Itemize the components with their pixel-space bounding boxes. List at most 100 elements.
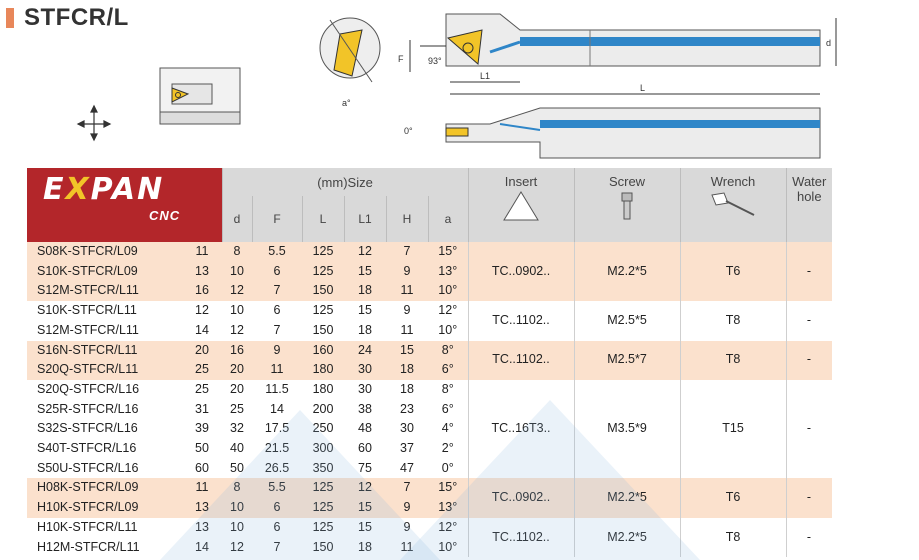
- page-title: STFCR/L: [24, 4, 129, 31]
- size-cell: 11: [182, 478, 222, 499]
- wrench-cell: T6: [679, 242, 787, 302]
- wrench-cell: T8: [679, 340, 787, 380]
- size-cell: 250: [302, 419, 344, 440]
- screw-cell: M2.2*5: [573, 242, 681, 302]
- size-cell: 7: [252, 281, 302, 302]
- size-cell: 16: [222, 340, 252, 361]
- dim-L1-label: L1: [480, 71, 490, 81]
- size-cell: 160: [302, 340, 344, 361]
- size-cell: 150: [302, 320, 344, 341]
- size-cell: 38: [344, 399, 386, 420]
- wrench-cell: T6: [679, 478, 787, 518]
- size-subheader: H: [386, 196, 429, 242]
- size-cell: 6°: [428, 360, 469, 380]
- size-cell: 21.5: [252, 439, 302, 459]
- size-cell: 10: [222, 261, 252, 282]
- size-header: (mm)Size: [222, 168, 469, 196]
- size-cell: 13°: [428, 261, 469, 282]
- size-cell: 11: [386, 281, 428, 302]
- size-cell: 150: [302, 281, 344, 302]
- screw-cell: M2.5*7: [573, 340, 681, 380]
- size-cell: 350: [302, 458, 344, 479]
- size-cell: 18: [386, 360, 428, 380]
- size-cell: 11.5: [252, 379, 302, 400]
- size-cell: 125: [302, 301, 344, 321]
- title-accent: [6, 8, 14, 28]
- insert-cell: TC..1102..: [467, 517, 575, 558]
- size-cell: 60: [182, 458, 222, 479]
- wrench-cell: T8: [679, 301, 787, 341]
- size-cell: 12: [222, 281, 252, 302]
- size-cell: 180: [302, 360, 344, 380]
- direction-cross: [76, 104, 112, 142]
- size-cell: 48: [344, 419, 386, 440]
- screw-cell: M2.5*5: [573, 301, 681, 341]
- size-cell: 25: [182, 360, 222, 380]
- insert-cell: TC..0902..: [467, 242, 575, 302]
- model-cell: S10K-STFCR/L09: [27, 261, 182, 282]
- size-cell: 125: [302, 517, 344, 538]
- size-cell: 9: [386, 301, 428, 321]
- size-cell: 50: [182, 439, 222, 459]
- size-cell: 37: [386, 439, 428, 459]
- size-cell: 12: [222, 320, 252, 341]
- size-cell: 24: [344, 340, 386, 361]
- angle-93-label: 93°: [428, 56, 442, 66]
- angle-zero-label: 0°: [404, 126, 413, 136]
- size-cell: 8: [222, 478, 252, 499]
- insert-cell: TC..1102..: [467, 340, 575, 380]
- size-cell: 13: [182, 261, 222, 282]
- size-cell: 20: [222, 360, 252, 380]
- size-cell: 7: [252, 537, 302, 558]
- top-view: F 93° d L1 L: [398, 13, 837, 95]
- water-hole-cell: -: [785, 517, 832, 558]
- size-cell: 23: [386, 399, 428, 420]
- size-cell: 18: [344, 320, 386, 341]
- size-cell: 32: [222, 419, 252, 440]
- size-cell: 12: [222, 537, 252, 558]
- size-cell: 30: [344, 379, 386, 400]
- size-cell: 13°: [428, 498, 469, 518]
- angle-a-label: a°: [342, 98, 351, 108]
- size-cell: 11: [386, 537, 428, 558]
- screw-icon: [621, 192, 633, 220]
- wrench-cell: T8: [679, 517, 787, 558]
- size-cell: 26.5: [252, 458, 302, 479]
- size-cell: 15: [344, 517, 386, 538]
- size-cell: 125: [302, 242, 344, 262]
- model-cell: S40T-STFCR/L16: [27, 439, 182, 459]
- wrench-cell: T15: [679, 379, 787, 479]
- size-cell: 12: [344, 242, 386, 262]
- size-cell: 39: [182, 419, 222, 440]
- size-cell: 300: [302, 439, 344, 459]
- size-cell: 40: [222, 439, 252, 459]
- size-cell: 12°: [428, 301, 469, 321]
- size-cell: 10°: [428, 281, 469, 302]
- wrench-header: Wrench: [680, 168, 787, 242]
- size-cell: 125: [302, 261, 344, 282]
- size-cell: 31: [182, 399, 222, 420]
- dim-L-label: L: [640, 83, 645, 93]
- size-cell: 15°: [428, 478, 469, 499]
- size-cell: 150: [302, 537, 344, 558]
- size-cell: 12: [344, 478, 386, 499]
- water-hole-cell: -: [785, 379, 832, 479]
- size-cell: 7: [386, 478, 428, 499]
- model-cell: H10K-STFCR/L09: [27, 498, 182, 518]
- model-cell: S16N-STFCR/L11: [27, 340, 182, 361]
- size-cell: 30: [344, 360, 386, 380]
- size-cell: 14: [182, 537, 222, 558]
